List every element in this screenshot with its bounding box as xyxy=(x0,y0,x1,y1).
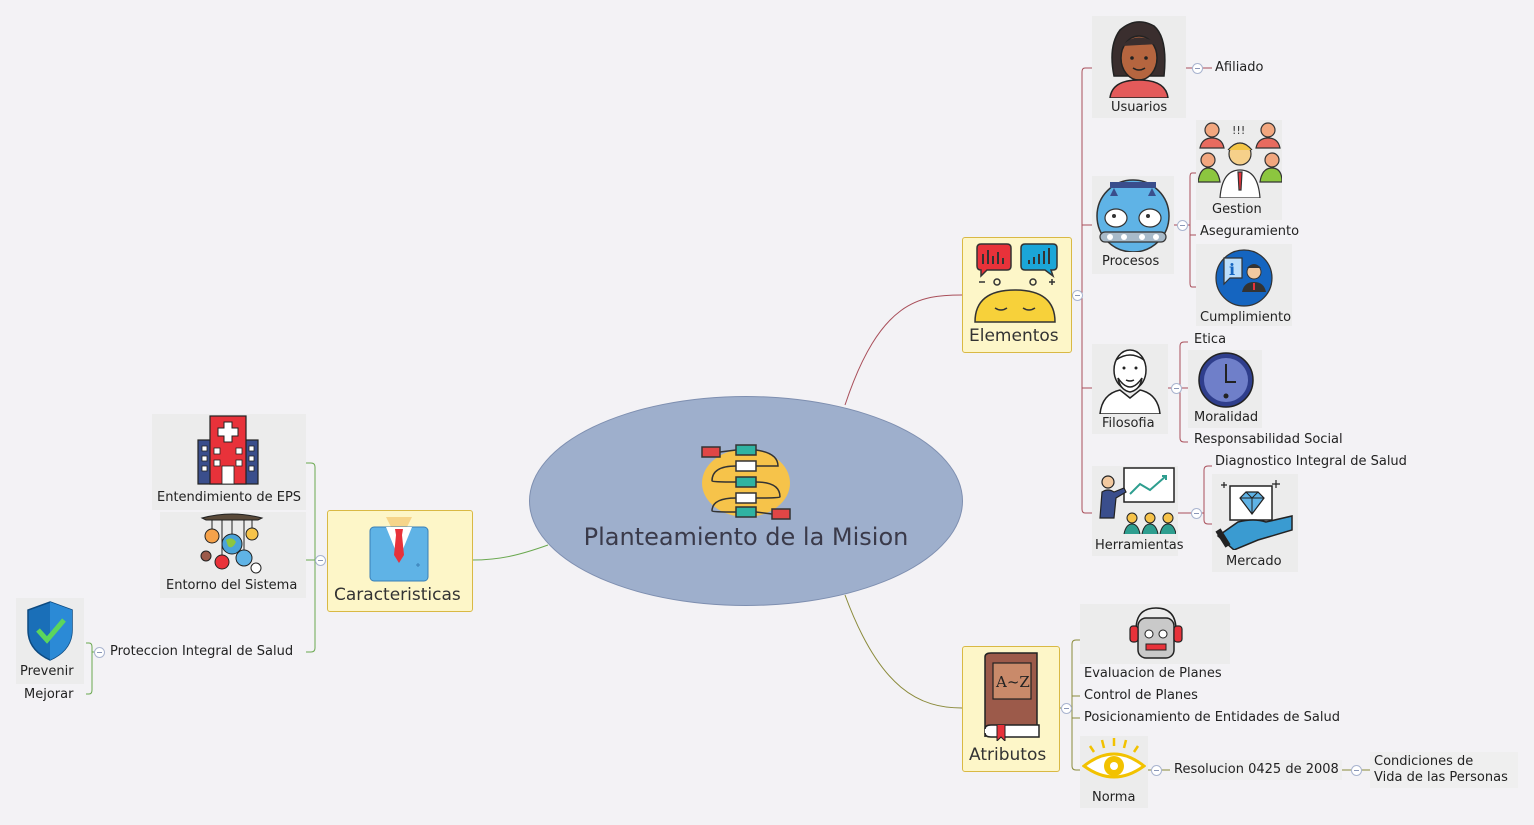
node-evaluacion-planes-icon-tile xyxy=(1080,604,1230,664)
factory-process-icon xyxy=(1096,179,1170,252)
node-aseguramiento[interactable]: Aseguramiento xyxy=(1200,224,1300,239)
node-norma[interactable]: Norma xyxy=(1080,736,1148,808)
thinking-charts-icon xyxy=(974,243,1058,323)
node-diagnostico-integral[interactable]: Diagnostico Integral de Salud xyxy=(1215,454,1407,469)
collapse-toggle[interactable] xyxy=(1177,220,1188,231)
node-prevenir[interactable]: Prevenir xyxy=(16,598,84,684)
node-cumplimiento-label: Cumplimiento xyxy=(1200,310,1292,325)
central-topic[interactable]: Planteamiento de la Mision xyxy=(529,396,963,606)
node-afiliado[interactable]: Afiliado xyxy=(1215,60,1264,75)
node-condiciones-line2[interactable]: Vida de las Personas xyxy=(1374,770,1508,785)
collapse-toggle[interactable] xyxy=(94,647,105,658)
node-procesos[interactable]: Procesos xyxy=(1092,176,1174,274)
node-control-planes[interactable]: Control de Planes xyxy=(1084,688,1198,703)
information-person-icon: i xyxy=(1215,249,1273,307)
node-gestion-label: Gestion xyxy=(1212,202,1262,217)
diamond-hand-icon xyxy=(1215,480,1293,550)
philosopher-icon xyxy=(1099,349,1161,414)
node-norma-label: Norma xyxy=(1092,790,1136,805)
svg-text:A~Z: A~Z xyxy=(995,673,1030,691)
node-entendimiento-eps-label: Entendimiento de EPS xyxy=(157,490,302,505)
node-procesos-label: Procesos xyxy=(1102,254,1160,269)
dictionary-book-icon: A~Z xyxy=(984,652,1040,741)
node-mercado[interactable]: Mercado xyxy=(1212,474,1298,572)
presentation-board-icon xyxy=(1099,467,1176,534)
node-elementos[interactable]: Elementos xyxy=(962,237,1072,353)
team-group-icon: !!! xyxy=(1198,122,1282,198)
node-entorno-sistema[interactable]: Entorno del Sistema xyxy=(160,512,306,598)
collapse-toggle[interactable] xyxy=(1192,63,1203,74)
node-usuarios[interactable]: Usuarios xyxy=(1092,16,1186,118)
node-moralidad-label: Moralidad xyxy=(1194,410,1259,425)
node-gestion[interactable]: !!! Gestion xyxy=(1196,120,1282,220)
collapse-toggle[interactable] xyxy=(1191,508,1202,519)
collapse-toggle[interactable] xyxy=(1171,383,1182,394)
businessman-suit-icon xyxy=(369,517,429,582)
node-usuarios-label: Usuarios xyxy=(1111,100,1168,115)
node-prevenir-label: Prevenir xyxy=(20,664,74,679)
node-herramientas[interactable]: Herramientas xyxy=(1092,466,1184,556)
node-elementos-title: Elementos xyxy=(969,326,1059,346)
collapse-toggle[interactable] xyxy=(315,555,326,566)
node-resolucion[interactable]: Resolucion 0425 de 2008 xyxy=(1174,762,1339,777)
shield-check-icon xyxy=(27,601,73,661)
node-proteccion-integral[interactable]: Proteccion Integral de Salud xyxy=(110,644,294,659)
node-etica[interactable]: Etica xyxy=(1194,332,1227,347)
node-filosofia-label: Filosofia xyxy=(1102,416,1155,431)
node-entorno-sistema-label: Entorno del Sistema xyxy=(166,578,298,593)
node-filosofia[interactable]: Filosofia xyxy=(1092,344,1168,434)
node-mejorar[interactable]: Mejorar xyxy=(24,687,74,702)
svg-text:i: i xyxy=(1229,260,1235,279)
eye-icon xyxy=(1082,738,1146,779)
branch-elementos xyxy=(844,294,963,406)
node-herramientas-label: Herramientas xyxy=(1095,538,1184,553)
node-posicionamiento[interactable]: Posicionamiento de Entidades de Salud xyxy=(1084,710,1340,725)
node-atributos-title: Atributos xyxy=(969,745,1047,765)
node-condiciones-line1[interactable]: Condiciones de xyxy=(1374,754,1474,769)
collapse-toggle[interactable] xyxy=(1072,290,1083,301)
branch-caracteristicas xyxy=(471,544,549,561)
node-caracteristicas-title: Caracteristicas xyxy=(334,585,461,605)
planets-mobile-icon xyxy=(200,513,264,574)
woman-avatar-icon xyxy=(1109,21,1169,98)
clock-icon xyxy=(1198,352,1254,408)
svg-text:!!!: !!! xyxy=(1232,124,1245,137)
node-moralidad[interactable]: Moralidad xyxy=(1188,350,1262,428)
node-cumplimiento[interactable]: i Cumplimiento xyxy=(1196,244,1292,326)
collapse-toggle[interactable] xyxy=(1061,703,1072,714)
node-entendimiento-eps[interactable]: Entendimiento de EPS xyxy=(152,414,306,510)
branch-atributos xyxy=(844,594,963,709)
node-responsabilidad-social[interactable]: Responsabilidad Social xyxy=(1194,432,1343,447)
collapse-toggle[interactable] xyxy=(1151,765,1162,776)
robot-headset-icon xyxy=(1129,607,1183,659)
workflow-icon xyxy=(701,444,791,520)
node-atributos[interactable]: A~Z Atributos xyxy=(962,646,1060,772)
node-caracteristicas[interactable]: Caracteristicas xyxy=(327,510,473,612)
collapse-toggle[interactable] xyxy=(1351,765,1362,776)
node-evaluacion-planes[interactable]: Evaluacion de Planes xyxy=(1084,666,1222,681)
hospital-building-icon xyxy=(197,415,259,485)
node-mercado-label: Mercado xyxy=(1226,554,1282,569)
central-topic-title: Planteamiento de la Mision xyxy=(583,523,909,551)
